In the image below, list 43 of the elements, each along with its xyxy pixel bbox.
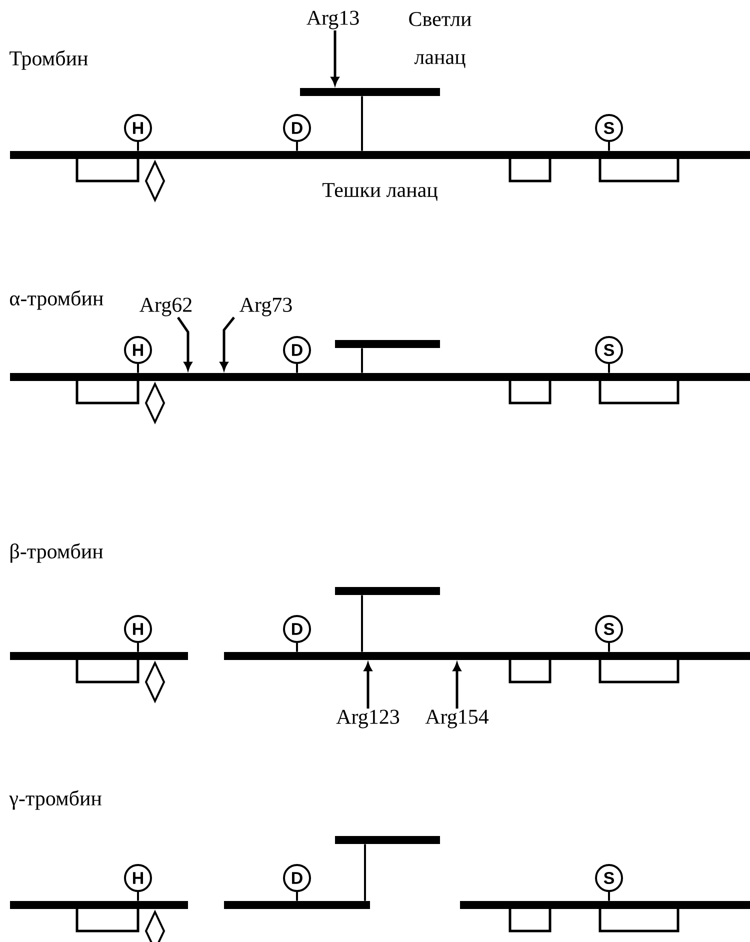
connector-line [296, 892, 298, 901]
connector-line [608, 142, 610, 151]
connector-line [137, 142, 139, 151]
chain-bar [300, 88, 440, 96]
chain-label: γ-тромбин [9, 790, 102, 810]
connector-line [296, 643, 298, 652]
chain-label: Светли ланац [409, 12, 472, 68]
cleavage-site-label: Arg154 [425, 710, 489, 728]
cleavage-arrow [220, 316, 235, 370]
connector-line [608, 364, 610, 373]
cleavage-site-label: Arg123 [336, 710, 400, 728]
chain-label: β-тромбин [10, 543, 103, 563]
connector-line [364, 844, 366, 901]
connector-line [361, 595, 363, 652]
cleavage-arrow [176, 316, 192, 370]
connector-line [608, 892, 610, 901]
chain-bar [335, 836, 440, 844]
chain-bar [335, 587, 440, 595]
chain-bar [224, 652, 750, 660]
chain-bar [10, 652, 188, 660]
chain-label: Тромбин [10, 50, 88, 70]
chain-label: α-тромбин [10, 290, 104, 310]
cleavage-arrow [331, 30, 339, 86]
connector-line [361, 348, 363, 373]
chain-bar [335, 340, 440, 348]
chain-bar [10, 373, 750, 381]
chain-bar [10, 901, 188, 909]
cleavage-site-label: Arg62 [140, 298, 192, 316]
cleavage-arrow [453, 662, 461, 709]
connector-line [296, 364, 298, 373]
chain-bar [224, 901, 370, 909]
cleavage-site-label: Arg13 [306, 10, 359, 30]
cleavage-site-label: Arg73 [240, 298, 292, 316]
chain-bar [460, 901, 750, 909]
chain-label: Тешки ланац [322, 183, 438, 201]
connector-line [137, 892, 139, 901]
connector-line [361, 96, 363, 151]
connector-line [608, 643, 610, 652]
chain-bar [10, 151, 750, 159]
connector-line [296, 142, 298, 151]
connector-line [137, 643, 139, 652]
cleavage-arrow [364, 662, 372, 709]
connector-line [137, 364, 139, 373]
